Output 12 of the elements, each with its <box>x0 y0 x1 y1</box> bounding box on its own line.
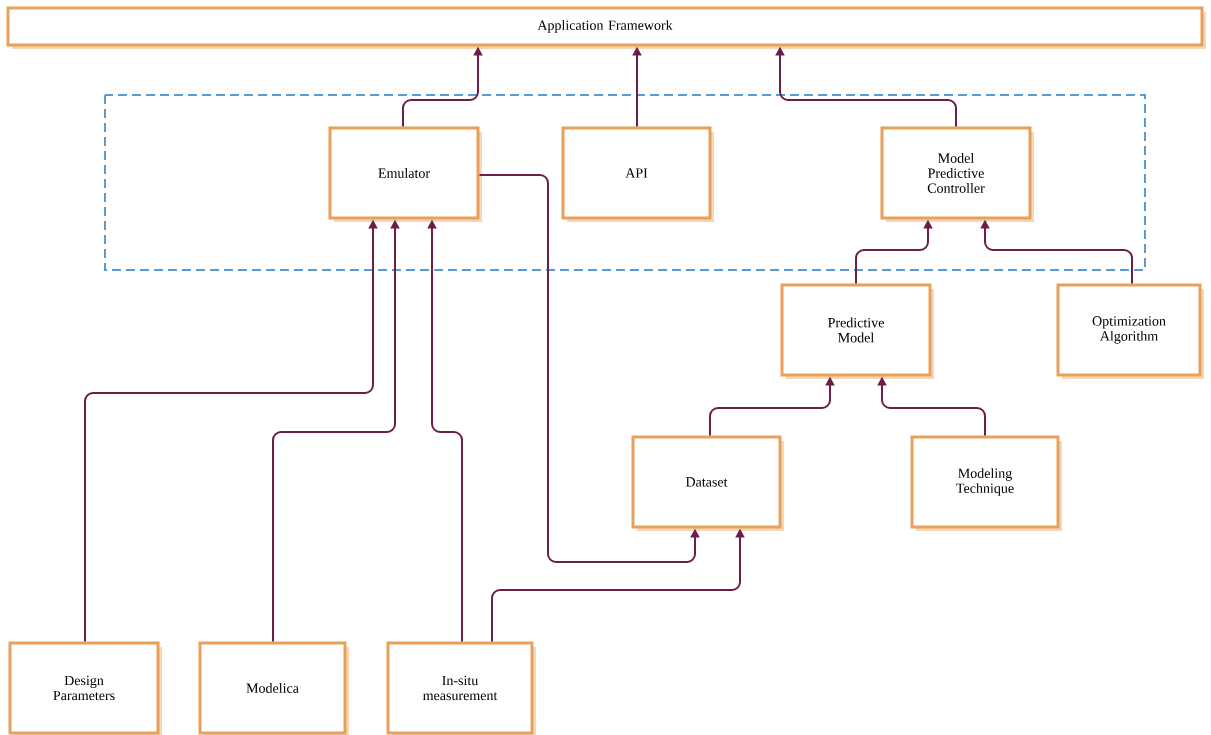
process-box: Predictive Model <box>780 283 934 379</box>
process-box: Optimization Algorithm <box>1056 283 1204 379</box>
arrow <box>478 174 700 563</box>
process-box: Design Parameters <box>8 641 162 735</box>
process-box: Model Predictive Controller <box>880 126 1034 222</box>
process-box: Emulator <box>328 126 482 222</box>
process-box: In-situ measurement <box>386 641 536 735</box>
process-box: Dataset <box>631 435 784 531</box>
process-box: Modelica <box>198 641 349 735</box>
process-box: API <box>561 126 714 222</box>
process-box: Application Framework <box>6 6 1206 49</box>
process-box: Modeling Technique <box>910 435 1062 531</box>
